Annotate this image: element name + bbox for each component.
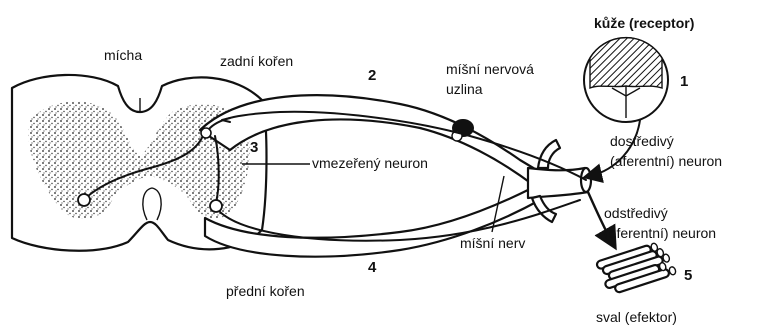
dorsal-ramus <box>538 140 560 168</box>
label-dostredivy-2: (aferentní) neuron <box>610 153 722 169</box>
spinal-nerve-shape <box>528 168 588 198</box>
number-1: 1 <box>680 73 688 90</box>
label-misni-nerv: míšní nerv <box>460 235 525 251</box>
label-vmezereny: vmezeřený neuron <box>312 155 428 171</box>
motor-neuron-body-left <box>78 194 90 206</box>
motor-neuron-body-right <box>210 200 222 212</box>
label-sval: sval (efektor) <box>596 309 677 325</box>
label-micha: mícha <box>104 47 142 63</box>
label-kuze: kůže (receptor) <box>594 15 694 31</box>
label-uzlina-1: míšní nervová <box>446 61 534 77</box>
spinal-cord <box>12 75 267 251</box>
label-dostredivy-1: dostředivý <box>610 133 674 149</box>
skin-hatched <box>590 38 662 88</box>
label-uzlina-2: uzlina <box>446 81 483 97</box>
label-odstredivy-1: odstředivý <box>604 205 668 221</box>
number-2: 2 <box>368 67 376 84</box>
number-4: 4 <box>368 259 377 276</box>
label-odstredivy-2: (eferentní) neuron <box>604 225 716 241</box>
interneuron-synapse-top <box>201 128 211 138</box>
number-3: 3 <box>250 139 258 156</box>
efferent-neuron-path <box>215 136 580 241</box>
label-predni-koren: přední kořen <box>226 283 305 299</box>
spinal-nerve <box>528 140 591 222</box>
number-5: 5 <box>684 267 692 284</box>
muscle-bundle <box>596 239 677 296</box>
label-zadni-koren: zadní kořen <box>220 53 293 69</box>
